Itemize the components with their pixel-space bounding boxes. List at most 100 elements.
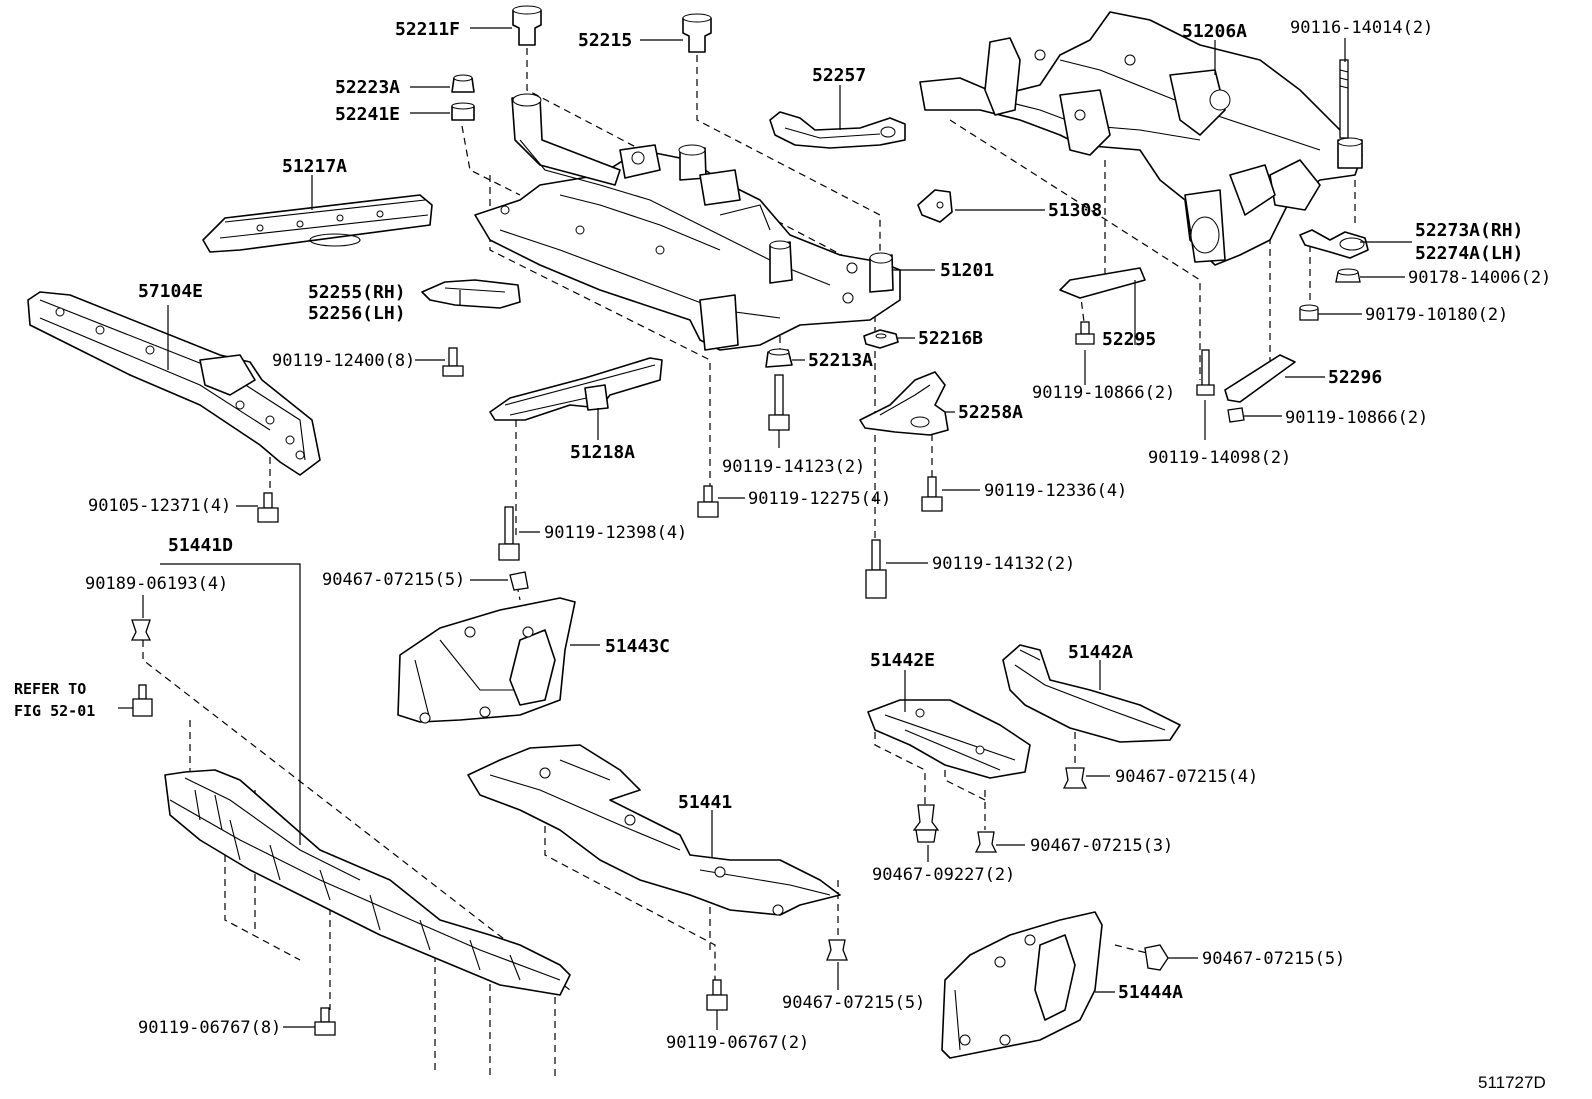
refer-note-line1: REFER TO <box>14 680 86 698</box>
bolt-90119-14132 <box>865 539 887 599</box>
label-51442E: 51442E <box>870 650 935 671</box>
stud-90116-14014 <box>1339 59 1349 139</box>
bracket-52257 <box>769 111 906 149</box>
bracket-52258A <box>859 371 949 436</box>
label-90467-07215-d: 90467-07215(5) <box>782 993 925 1013</box>
label-90467-07215-e: 90467-07215(5) <box>1202 949 1345 969</box>
label-90119-12400: 90119-12400(8) <box>272 351 415 371</box>
bolt-90119-06767-a <box>314 1007 336 1036</box>
part-labels: 52211F 52215 52223A 52241E 51217A 52257 … <box>14 18 1551 1092</box>
label-52255: 52255(RH) <box>308 282 406 303</box>
label-90119-12336: 90119-12336(4) <box>984 481 1127 501</box>
cover-51443C <box>397 597 576 724</box>
figure-number: 511727D <box>1478 1073 1546 1092</box>
label-52258A: 52258A <box>958 402 1023 423</box>
stopper-52241E <box>451 102 475 121</box>
label-52215: 52215 <box>578 30 632 51</box>
label-90179-10180: 90179-10180(2) <box>1365 305 1508 325</box>
stopper-52223A <box>451 74 475 93</box>
label-90189-06193: 90189-06193(4) <box>85 574 228 594</box>
cover-51442A <box>1002 644 1181 743</box>
cover-51442E <box>867 699 1031 779</box>
label-52296: 52296 <box>1328 367 1382 388</box>
clip-90189-06193 <box>130 619 152 641</box>
label-51441D: 51441D <box>168 535 233 556</box>
label-90119-06767-a: 90119-06767(8) <box>138 1018 281 1038</box>
clip-90467-07215-b <box>1062 767 1088 789</box>
label-51443C: 51443C <box>605 636 670 657</box>
assembly-lines <box>142 48 1356 1080</box>
label-51217A: 51217A <box>282 156 347 177</box>
stopper-52273A <box>1299 229 1369 259</box>
label-90119-12275: 90119-12275(4) <box>748 489 891 509</box>
plate-52255 <box>421 279 521 309</box>
label-52211F: 52211F <box>395 19 460 40</box>
clip-90467-07215-d <box>826 939 848 961</box>
label-90119-14098: 90119-14098(2) <box>1148 448 1291 468</box>
label-90119-14123: 90119-14123(2) <box>722 457 865 477</box>
label-90119-10866-a: 90119-10866(2) <box>1032 383 1175 403</box>
label-51308: 51308 <box>1048 200 1102 221</box>
cover-51441 <box>467 744 841 916</box>
stopper-52216B <box>863 329 899 349</box>
clip-90467-07215-a <box>509 571 529 591</box>
label-90105-12371: 90105-12371(4) <box>88 496 231 516</box>
refer-note-line2: FIG 52-01 <box>14 702 95 720</box>
bracket-51308 <box>917 189 953 223</box>
label-90467-07215-b: 90467-07215(4) <box>1115 767 1258 787</box>
rear-subframe-51206A <box>919 11 1363 266</box>
label-51444A: 51444A <box>1118 982 1183 1003</box>
bolt-90119-06767-b <box>706 979 728 1011</box>
bolt-90119-14123 <box>768 374 790 431</box>
label-57104E: 57104E <box>138 281 203 302</box>
nut-90178-14006 <box>1335 268 1361 283</box>
label-51218A: 51218A <box>570 442 635 463</box>
label-52256: 52256(LH) <box>308 303 406 324</box>
cover-51444A <box>941 911 1103 1059</box>
label-90467-09227: 90467-09227(2) <box>872 865 1015 885</box>
bolt-90119-10866-b <box>1227 407 1245 423</box>
cover-51441D <box>164 769 571 996</box>
label-52295: 52295 <box>1102 329 1156 350</box>
arm-52296 <box>1224 354 1296 403</box>
bolt-90119-12400 <box>442 347 464 377</box>
label-52223A: 52223A <box>335 77 400 98</box>
bolt-90119-14098 <box>1196 349 1215 396</box>
bushing-52215 <box>682 13 712 53</box>
leader-lines <box>142 27 1412 1030</box>
clip-90467-09227 <box>912 804 940 843</box>
label-90467-07215-a: 90467-07215(5) <box>322 570 465 590</box>
clip-90467-07215-e <box>1144 944 1169 971</box>
bolt-90119-12398 <box>498 506 520 561</box>
bushing-52211F <box>512 5 542 46</box>
label-90119-10866-b: 90119-10866(2) <box>1285 408 1428 428</box>
label-90119-06767-b: 90119-06767(2) <box>666 1033 809 1053</box>
label-52216B: 52216B <box>918 328 983 349</box>
brace-51217A <box>202 194 433 253</box>
brace-51218A <box>489 357 663 421</box>
label-52274A: 52274A(LH) <box>1415 243 1523 264</box>
arm-52295 <box>1059 267 1146 299</box>
member-57104E <box>27 291 321 476</box>
crossmember-51201 <box>474 93 901 351</box>
label-52257: 52257 <box>812 65 866 86</box>
bolt-90119-12336 <box>921 476 943 512</box>
label-52273A: 52273A(RH) <box>1415 220 1523 241</box>
stopper-52213A <box>765 348 793 368</box>
label-52241E: 52241E <box>335 104 400 125</box>
label-51206A: 51206A <box>1182 21 1247 42</box>
label-90178-14006: 90178-14006(2) <box>1408 268 1551 288</box>
label-51441: 51441 <box>678 792 732 813</box>
label-90119-14132: 90119-14132(2) <box>932 554 1075 574</box>
bolt-90105-12371 <box>257 492 279 523</box>
label-90116-14014: 90116-14014(2) <box>1290 18 1433 38</box>
label-90467-07215-c: 90467-07215(3) <box>1030 836 1173 856</box>
label-51201: 51201 <box>940 260 994 281</box>
clip-90467-07215-c <box>974 831 998 853</box>
label-90119-12398: 90119-12398(4) <box>544 523 687 543</box>
bolt-90119-12275 <box>697 485 719 518</box>
label-52213A: 52213A <box>808 350 873 371</box>
nut-90179-10180 <box>1299 304 1319 321</box>
label-51442A: 51442A <box>1068 642 1133 663</box>
